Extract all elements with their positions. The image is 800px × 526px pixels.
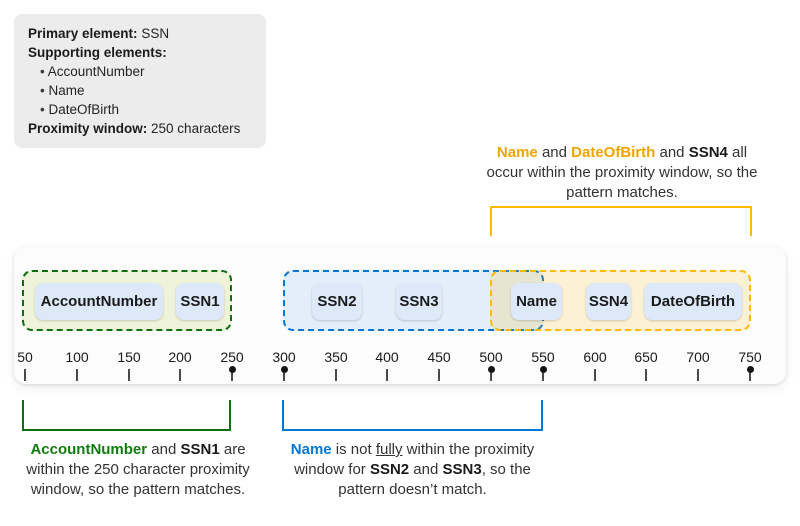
ruler-tick: 200 (158, 349, 202, 381)
annotation-line: occur within the proximity window, so th… (486, 164, 758, 181)
element-box-ssn4: SSN4 (586, 283, 631, 320)
proximity-window-value: 250 characters (151, 121, 241, 136)
tick-mark (697, 369, 699, 381)
ruler-tick: 150 (107, 349, 151, 381)
ruler-tick: 700 (676, 349, 720, 381)
name-highlight: Name (496, 144, 538, 161)
text-part: all (727, 144, 748, 161)
ruler-tick: 600 (573, 349, 617, 381)
tick-mark-dot (228, 366, 236, 381)
supporting-element-item: AccountNumber (40, 62, 252, 81)
tick-mark-dot (487, 366, 495, 381)
tick-label: 100 (65, 349, 89, 365)
tick-mark (179, 369, 181, 381)
supporting-elements-label: Supporting elements: (28, 45, 167, 60)
tick-mark (76, 369, 78, 381)
tick-label: 550 (531, 349, 555, 365)
tick-mark-dot (746, 366, 754, 381)
tick-mark-dot (539, 366, 547, 381)
tick-mark (128, 369, 130, 381)
text-part: and (147, 441, 181, 458)
tick-mark (24, 369, 26, 381)
ruler-tick: 250 (210, 349, 254, 381)
proximity-window-line: Proximity window: 250 characters (28, 119, 252, 138)
element-box-ssn3: SSN3 (396, 283, 442, 320)
annotation-line: Name and DateOfBirth and SSN4 all (456, 143, 788, 163)
ruler-tick: 350 (314, 349, 358, 381)
annotation-pattern-no-match-blue: Name is not fully within the proximity w… (272, 440, 553, 500)
blue-bracket (282, 400, 543, 431)
tick-mark (594, 369, 596, 381)
ruler-tick: 300 (262, 349, 306, 381)
tick-label: 150 (117, 349, 141, 365)
tick-mark-dot (280, 366, 288, 381)
ruler-tick: 500 (469, 349, 513, 381)
accountnumber-highlight: AccountNumber (30, 441, 148, 458)
ruler-tick: 650 (624, 349, 668, 381)
fully-underlined: fully (375, 441, 403, 458)
tick-label: 500 (479, 349, 503, 365)
primary-element-label: Primary element: (28, 26, 138, 41)
primary-element-line: Primary element: SSN (28, 24, 252, 43)
annotation-line: Name is not fully within the proximity (272, 440, 553, 460)
element-box-accountnumber: AccountNumber (35, 283, 163, 320)
ssn1-highlight: SSN1 (180, 441, 220, 458)
annotation-line: window, so the pattern matches. (30, 481, 246, 498)
name-highlight: Name (290, 441, 332, 458)
tick-label: 650 (634, 349, 658, 365)
text-part: and (537, 144, 572, 161)
ruler-tick: 750 (728, 349, 772, 381)
ruler-tick: 550 (521, 349, 565, 381)
element-box-ssn2: SSN2 (312, 283, 362, 320)
text-part: within the proximity (402, 441, 535, 458)
supporting-element-item: Name (40, 81, 252, 100)
tick-label: 300 (272, 349, 296, 365)
ruler-tick: 400 (365, 349, 409, 381)
ssn2-highlight: SSN2 (369, 461, 410, 478)
tick-label: 600 (583, 349, 607, 365)
tick-mark (438, 369, 440, 381)
text-part: and (409, 461, 443, 478)
tick-mark (335, 369, 337, 381)
tick-mark (645, 369, 647, 381)
pattern-definition-panel: Primary element: SSN Supporting elements… (14, 14, 266, 148)
ruler-tick: 100 (55, 349, 99, 381)
element-box-dateofbirth: DateOfBirth (644, 283, 742, 320)
annotation-line: pattern matches. (566, 184, 678, 201)
annotation-pattern-matches-amber: Name and DateOfBirth and SSN4 all occur … (456, 143, 788, 203)
annotation-line: window for SSN2 and SSN3, so the (272, 460, 553, 480)
amber-bracket (490, 206, 752, 236)
ssn3-highlight: SSN3 (442, 461, 482, 478)
tick-label: 750 (738, 349, 762, 365)
dateofbirth-highlight: DateOfBirth (571, 144, 656, 161)
annotation-pattern-matches-green: AccountNumber and SSN1 are within the 25… (13, 440, 263, 500)
tick-label: 700 (686, 349, 710, 365)
supporting-elements-line: Supporting elements: (28, 43, 252, 62)
element-box-ssn1: SSN1 (176, 283, 224, 320)
annotation-line: within the 250 character proximity (26, 461, 250, 478)
annotation-line: pattern doesn’t match. (338, 481, 487, 498)
text-part: and (655, 144, 689, 161)
ssn4-highlight: SSN4 (688, 144, 728, 161)
text-part: are (219, 441, 246, 458)
text-part: window for (294, 461, 370, 478)
supporting-element-item: DateOfBirth (40, 100, 252, 119)
ruler-tick: 450 (417, 349, 461, 381)
green-bracket (22, 400, 231, 431)
primary-element-value: SSN (141, 26, 170, 41)
proximity-window-label: Proximity window: (28, 121, 148, 136)
tick-label: 50 (17, 349, 33, 365)
text-part: is not (331, 441, 376, 458)
tick-label: 250 (220, 349, 244, 365)
supporting-elements-list: AccountNumber Name DateOfBirth (28, 62, 252, 119)
tick-mark (386, 369, 388, 381)
annotation-line: AccountNumber and SSN1 are (13, 440, 263, 460)
tick-label: 350 (324, 349, 348, 365)
tick-label: 200 (168, 349, 192, 365)
text-part: , so the (481, 461, 531, 478)
ruler-tick: 50 (3, 349, 47, 381)
tick-label: 400 (375, 349, 399, 365)
element-box-name: Name (511, 283, 562, 320)
tick-label: 450 (427, 349, 451, 365)
